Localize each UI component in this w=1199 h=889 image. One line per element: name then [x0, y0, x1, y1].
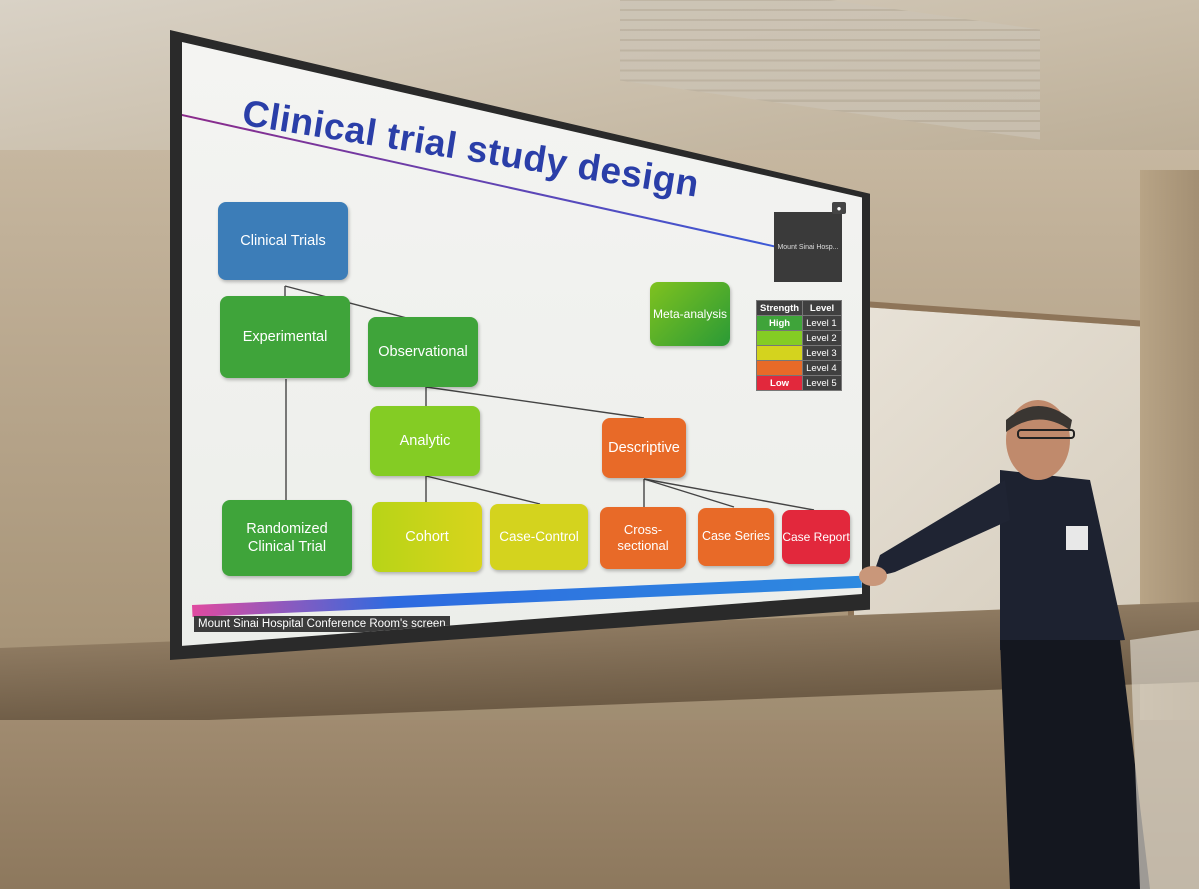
table-row: Low Level 5 [755, 375, 843, 391]
case-series-box: Case Series [698, 508, 774, 566]
strength-cell [755, 345, 804, 361]
table-row: High Level 1 [755, 315, 843, 331]
cohort-box: Cohort [372, 502, 482, 572]
table-row: Level 2 [755, 330, 843, 346]
descriptive-box: Descriptive [602, 418, 686, 478]
table-header-row: Strength Level [755, 300, 843, 316]
strength-cell [755, 360, 804, 376]
header-strength: Strength [755, 300, 804, 316]
table-row: Level 4 [755, 360, 843, 376]
person-icon: ● [832, 202, 846, 214]
header-level: Level [802, 300, 843, 316]
strength-cell: High [755, 315, 804, 331]
level-cell: Level 5 [802, 375, 843, 391]
connector-line [643, 478, 735, 508]
level-cell: Level 1 [802, 315, 843, 331]
table-row: Level 3 [755, 345, 843, 361]
screen-share-caption: Mount Sinai Hospital Conference Room's s… [194, 616, 450, 632]
strength-cell [755, 330, 804, 346]
cross-sectional-box: Cross-sectional [600, 507, 686, 569]
experimental-box: Experimental [220, 296, 350, 378]
observational-box: Observational [368, 317, 478, 387]
meta-analysis-box: Meta-analysis [650, 282, 730, 346]
participant-thumbnail[interactable]: Mount Sinai Hosp... [774, 212, 842, 282]
case-control-box: Case-Control [490, 504, 588, 570]
strength-cell: Low [755, 375, 804, 391]
strength-level-table: Strength Level High Level 1 Level 2 Leve… [755, 300, 843, 391]
case-report-box: Case Report [782, 510, 850, 564]
lower-wall [0, 720, 1199, 889]
connector-line [643, 478, 815, 511]
level-cell: Level 4 [802, 360, 843, 376]
clinical-trials-box: Clinical Trials [218, 202, 348, 280]
level-cell: Level 3 [802, 345, 843, 361]
level-cell: Level 2 [802, 330, 843, 346]
connector-line [425, 475, 541, 505]
projected-slide: Clinical trial study design Clinical Tri… [182, 42, 862, 646]
randomized-clinical-trial-box: Randomized Clinical Trial [222, 500, 352, 576]
analytic-box: Analytic [370, 406, 480, 476]
